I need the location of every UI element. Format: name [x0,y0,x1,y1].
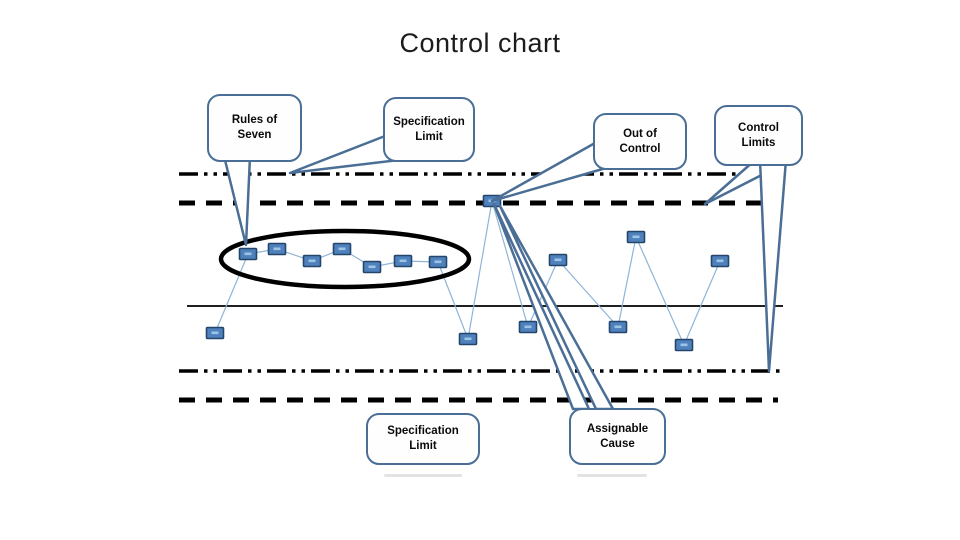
data-point-marker-highlight [614,325,622,329]
data-point-marker-highlight [211,331,219,335]
data-point-marker-highlight [434,260,442,264]
callout-shadow [384,474,462,477]
data-point-marker-highlight [554,258,562,262]
data-point-marker-highlight [716,259,724,263]
callout-specification-limit-bottom[interactable]: Specification Limit [366,413,480,465]
data-point-marker-highlight [680,343,688,347]
data-point-marker-highlight [308,259,316,263]
data-point-marker-highlight [368,265,376,269]
sample-series-line [214,200,721,347]
rules-of-seven-pointer-tail [222,154,252,247]
data-point-marker-highlight [524,325,532,329]
callout-control-limits[interactable]: Control Limits [714,105,803,166]
data-point-marker-highlight [244,252,252,256]
control-limits-lower-pointer-tail [758,158,788,373]
data-point-marker-highlight [632,235,640,239]
callout-assignable-cause[interactable]: Assignable Cause [569,408,666,465]
data-point-marker-highlight [464,337,472,341]
data-point-marker-highlight [399,259,407,263]
data-point-marker-highlight [273,247,281,251]
rules-of-seven-ellipse [218,228,472,290]
slide-title: Control chart [399,28,561,58]
assignable-cause-right-pointer-tail [498,204,615,411]
callout-specification-limit-top[interactable]: Specification Limit [383,97,475,162]
callout-shadow [577,474,647,477]
data-point-marker-highlight [338,247,346,251]
callout-rules-of-seven[interactable]: Rules of Seven [207,94,302,162]
callout-out-of-control[interactable]: Out of Control [593,113,687,170]
